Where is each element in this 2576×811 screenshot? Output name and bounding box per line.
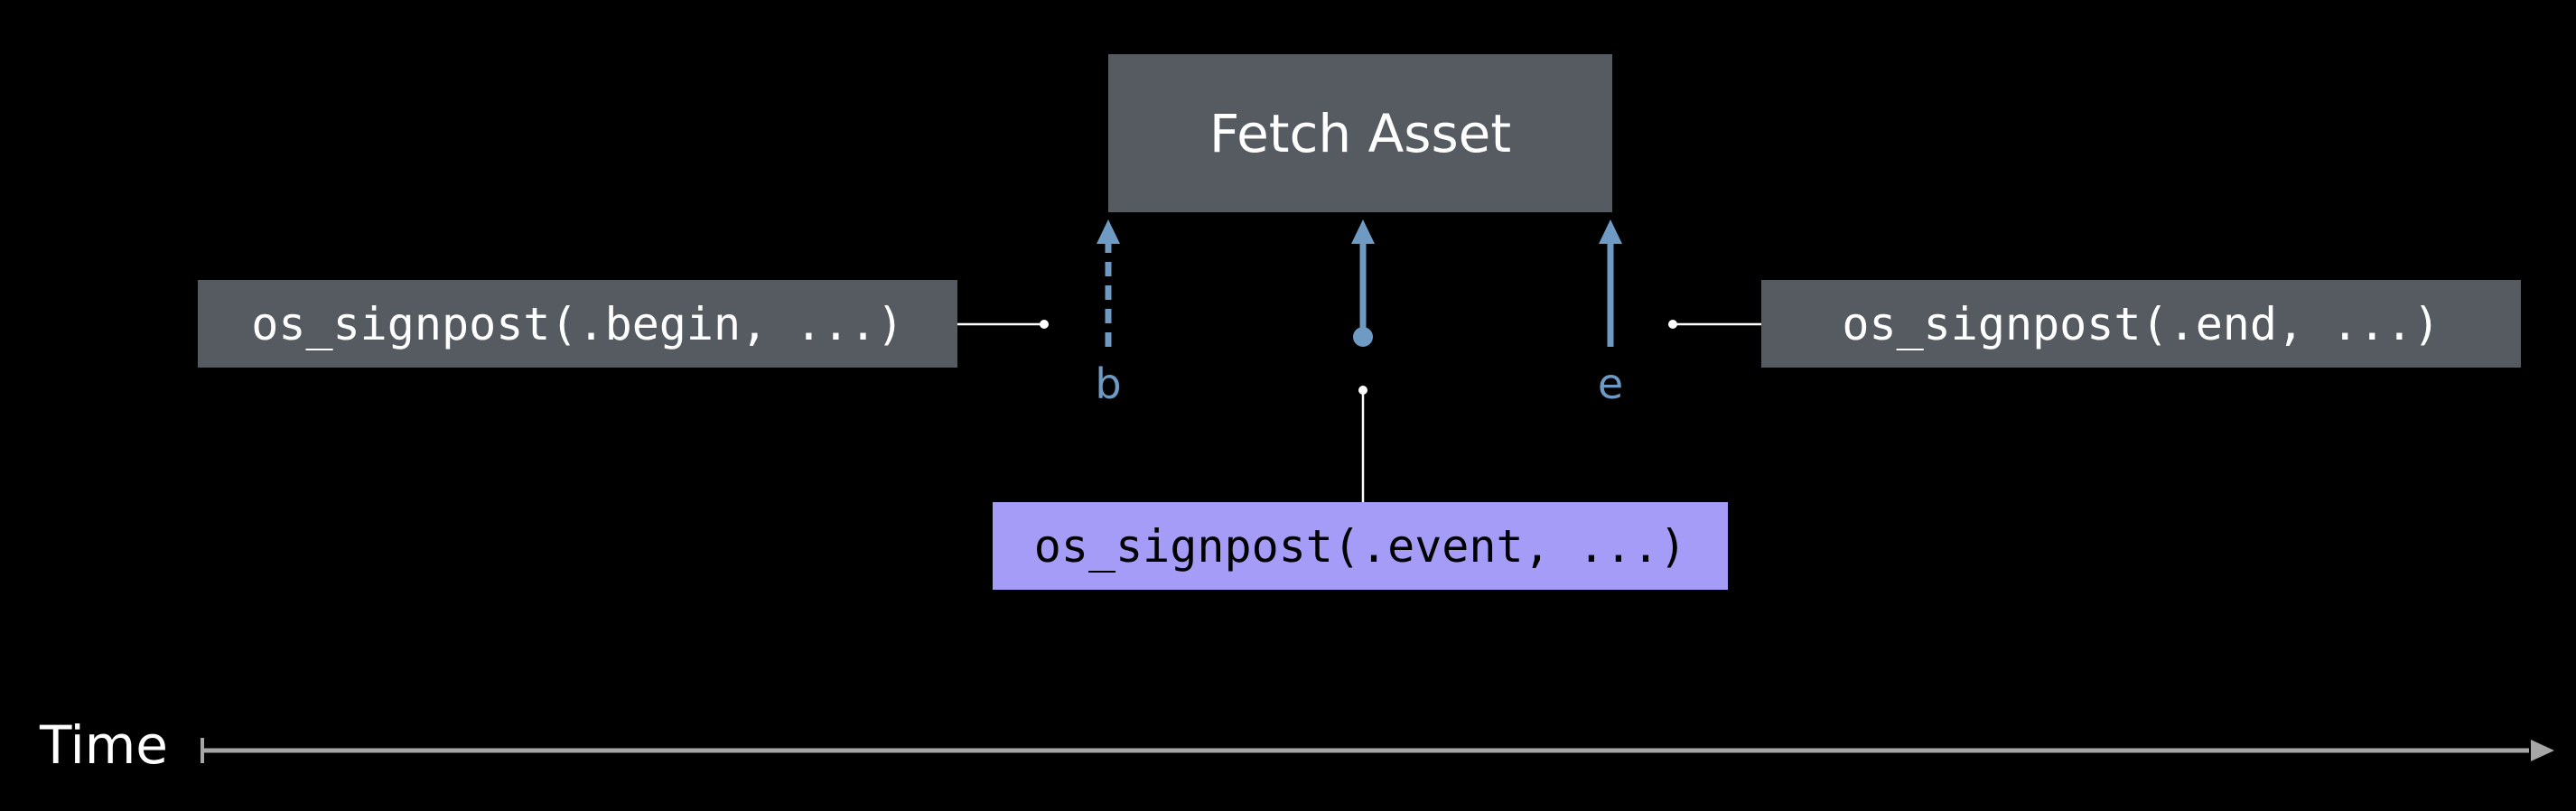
begin-marker-letter: b xyxy=(1095,359,1122,408)
signpost-event-box: os_signpost(.event, ...) xyxy=(993,502,1728,590)
event-connector xyxy=(1358,386,1367,502)
signpost-event-label: os_signpost(.event, ...) xyxy=(1033,519,1687,573)
signpost-begin-label: os_signpost(.begin, ...) xyxy=(251,297,904,350)
end-marker-letter: e xyxy=(1597,359,1624,408)
begin-connector xyxy=(957,320,1049,329)
fetch-asset-interval: Fetch Asset xyxy=(1108,54,1612,212)
time-axis xyxy=(201,738,2554,763)
time-axis-label: Time xyxy=(40,714,168,776)
signpost-begin-box: os_signpost(.begin, ...) xyxy=(198,280,957,368)
signpost-end-box: os_signpost(.end, ...) xyxy=(1761,280,2521,368)
begin-marker-arrow xyxy=(1097,219,1120,347)
end-connector xyxy=(1668,320,1761,329)
fetch-asset-label: Fetch Asset xyxy=(1209,102,1512,164)
signpost-end-label: os_signpost(.end, ...) xyxy=(1842,297,2441,350)
end-marker-arrow xyxy=(1599,219,1622,347)
event-marker-arrow xyxy=(1351,219,1375,347)
